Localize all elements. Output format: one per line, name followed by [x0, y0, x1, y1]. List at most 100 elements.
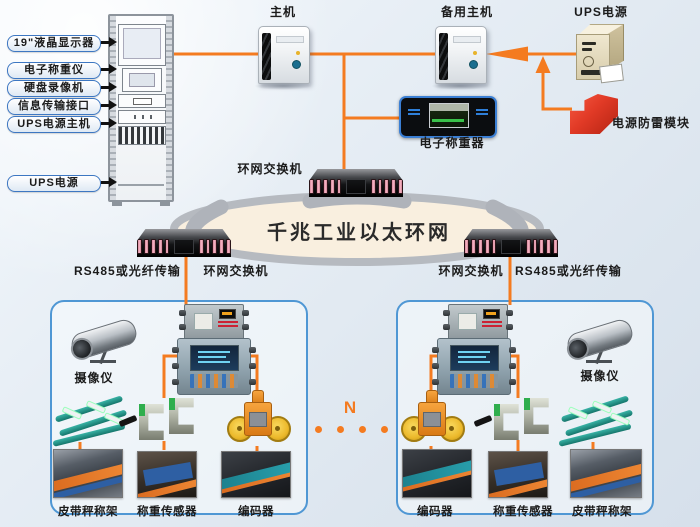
rack-dvr [118, 94, 166, 108]
weigher-screen [429, 103, 469, 128]
top-switch-label: 环网交换机 [236, 162, 304, 176]
surge-module-label-text: 电源防雷模块 [612, 116, 691, 130]
right-controller-terminal [509, 363, 516, 369]
arrow-dvr-icon [101, 82, 117, 92]
right-belt-frame-label: 皮带秤称架 [566, 503, 638, 519]
left-controller-terminal [172, 363, 179, 369]
right-junction-terminal [506, 324, 513, 330]
right-controller-terminal [432, 347, 439, 353]
rack-label-dvr-text: 硬盘录像机 [24, 82, 84, 94]
left-controller-screen [190, 345, 239, 371]
rack-label-weigher-text: 电子称重仪 [24, 64, 84, 76]
right-controller-terminal [432, 363, 439, 369]
left-encoder [227, 390, 291, 448]
left-camera [62, 316, 146, 370]
right-controller-screen [450, 345, 499, 371]
right-controller-terminal [509, 347, 516, 353]
screen-line [458, 361, 490, 363]
left-belt-frame-text: 皮带秤称架 [58, 506, 118, 518]
ring-title: 千兆工业以太环网 [267, 216, 451, 245]
left-belt-frame [52, 394, 130, 447]
ring-title-text: 千兆工业以太环网 [267, 222, 451, 244]
backup-host-tower [435, 26, 487, 84]
right-controller-keypad [450, 374, 498, 388]
left-junction-nameplate [194, 313, 213, 330]
right-encoder [401, 390, 465, 448]
left-junction-terminal [242, 310, 249, 316]
host-label-text: 主机 [269, 5, 296, 19]
left-load-cell-photo [137, 451, 197, 498]
right-load-cell-label: 称重传感器 [487, 503, 559, 519]
arrow-weigher-icon [101, 64, 117, 74]
encoder-plate [249, 412, 267, 427]
weigher-label-text: 电子称重器 [419, 136, 485, 150]
right-ring-switch [464, 229, 558, 257]
right-rs485-label: RS485或光纤传输 [515, 264, 621, 278]
left-rs485-label: RS485或光纤传输 [74, 264, 180, 278]
rack-shelf [118, 184, 164, 186]
left-controller-terminal [172, 379, 179, 385]
host-power-button [292, 60, 301, 69]
top-switch-ports [309, 179, 403, 194]
screen-line [198, 361, 230, 363]
right-camera-label-text: 摄像仪 [580, 369, 620, 383]
ups-vent-2 [582, 48, 592, 51]
right-encoder-photo [402, 449, 472, 498]
right-controller-terminal [432, 379, 439, 385]
left-junction-display [219, 309, 236, 319]
right-switch-label-text: 环网交换机 [438, 264, 504, 278]
arrow-ups-host-icon [101, 118, 117, 128]
ellipsis-dot [337, 426, 344, 433]
ups-device [576, 24, 624, 84]
left-belt-frame-photo [53, 449, 123, 498]
backup-host-shadow [431, 82, 489, 90]
left-junction-terminal [179, 324, 186, 330]
ellipsis-dot [359, 426, 366, 433]
rack-label-interface-text: 信息传输接口 [18, 100, 90, 112]
arrow-lcd-icon [101, 37, 117, 47]
rack-label-ups-host-text: UPS电源主机 [17, 118, 91, 130]
right-junction-red-text [482, 321, 502, 323]
backup-host-panel [439, 33, 448, 80]
weigher-label: 电子称重器 [408, 136, 496, 150]
host-tower [258, 26, 310, 84]
left-controller [172, 338, 256, 395]
ups-vent-1 [582, 42, 596, 45]
ups-label: UPS电源 [570, 5, 632, 19]
ups-outlet [581, 70, 601, 75]
left-junction-box [179, 304, 249, 340]
left-camera-label: 摄像仪 [66, 371, 122, 385]
rack-label-lcd-text: 19"液晶显示器 [13, 37, 95, 49]
left-controller-terminal [172, 347, 179, 353]
rack-weighing-unit [122, 68, 162, 92]
screen-line [458, 356, 486, 358]
backup-host-power-button [469, 60, 478, 69]
left-switch-label-text: 环网交换机 [203, 264, 269, 278]
left-controller-terminal [249, 347, 256, 353]
right-switch-label: 环网交换机 [436, 264, 506, 278]
right-junction-nameplate [458, 313, 477, 330]
rack-interface-unit [118, 110, 166, 124]
left-switch-ports [137, 239, 231, 254]
left-switch-label: 环网交换机 [201, 264, 271, 278]
rack-monitor-screen [123, 28, 161, 59]
host-tower-drive [276, 36, 304, 43]
left-controller-terminal [249, 379, 256, 385]
arrow-interface-icon [101, 100, 117, 110]
rack-label-ups-text: UPS电源 [29, 177, 79, 189]
screen-line [198, 356, 226, 358]
rack-weighing-screen [129, 73, 155, 87]
rack-ups-unit [118, 126, 166, 145]
dvr-slot [133, 98, 152, 105]
camera-base [90, 360, 116, 363]
left-junction-red-text [218, 321, 238, 323]
arrow-to-backup-host [486, 46, 528, 62]
camera-lens-icon [68, 335, 96, 363]
backup-host-label-text: 备用主机 [440, 5, 493, 19]
left-belt-frame-label: 皮带秤称架 [52, 503, 124, 519]
top-switch-display [346, 179, 366, 194]
rack-label-ups-host: UPS电源主机 [7, 116, 101, 133]
arrow-up-from-surge-module [535, 56, 551, 73]
rack-label-weigher: 电子称重仪 [7, 62, 101, 79]
